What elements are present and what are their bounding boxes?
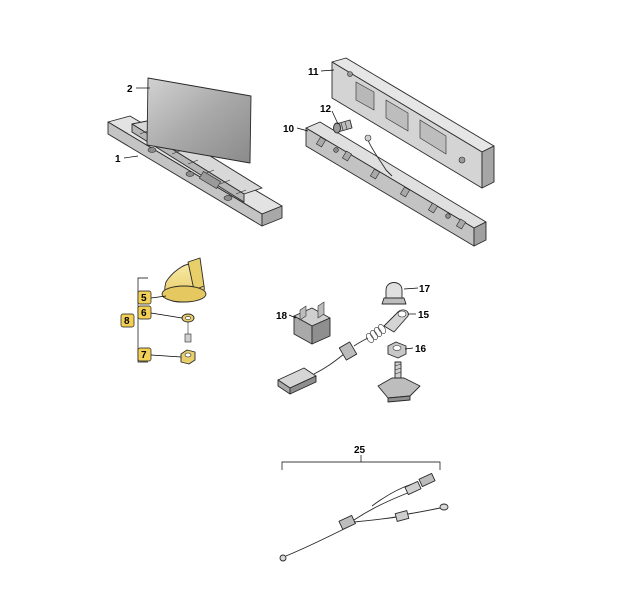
label-1: 1 [115, 154, 121, 165]
group-bracket-25 [281, 461, 441, 470]
roof-antenna-part-5[interactable] [161, 257, 207, 303]
label-10: 10 [283, 124, 295, 135]
label-25: 25 [354, 445, 366, 456]
leader-lines [123, 69, 419, 358]
label-15: 15 [418, 310, 430, 321]
stud-with-base-plate[interactable] [377, 361, 421, 403]
label-6: 6 [141, 308, 147, 319]
badge-7 [137, 347, 152, 362]
badge-8 [120, 313, 135, 328]
nut-part-7[interactable] [180, 349, 196, 365]
cover-strip-part-11[interactable] [331, 57, 495, 189]
badge-6 [137, 305, 152, 320]
label-11: 11 [308, 67, 319, 78]
ground-strap-part-15[interactable] [383, 309, 409, 333]
screw-part-12[interactable] [333, 119, 353, 134]
cap-nut-part-17[interactable] [381, 282, 407, 305]
label-18: 18 [276, 311, 288, 322]
amplifier-rail-part-10[interactable] [305, 121, 487, 247]
label-8: 8 [124, 316, 130, 327]
foil-pad-part-2[interactable] [146, 77, 252, 164]
label-16: 16 [415, 344, 427, 355]
nut-part-16[interactable] [387, 341, 407, 359]
group-bracket-8 [137, 277, 148, 363]
label-12: 12 [320, 104, 332, 115]
badge-5 [137, 290, 152, 305]
label-7: 7 [141, 350, 147, 361]
wiring-harness-part-25[interactable] [279, 472, 449, 562]
label-5: 5 [141, 293, 147, 304]
gasket-part-6[interactable] [181, 313, 195, 343]
label-2: 2 [127, 84, 133, 95]
antenna-cable-assembly[interactable] [277, 323, 387, 395]
connector-holder-part-18[interactable] [293, 301, 331, 345]
label-17: 17 [419, 284, 431, 295]
